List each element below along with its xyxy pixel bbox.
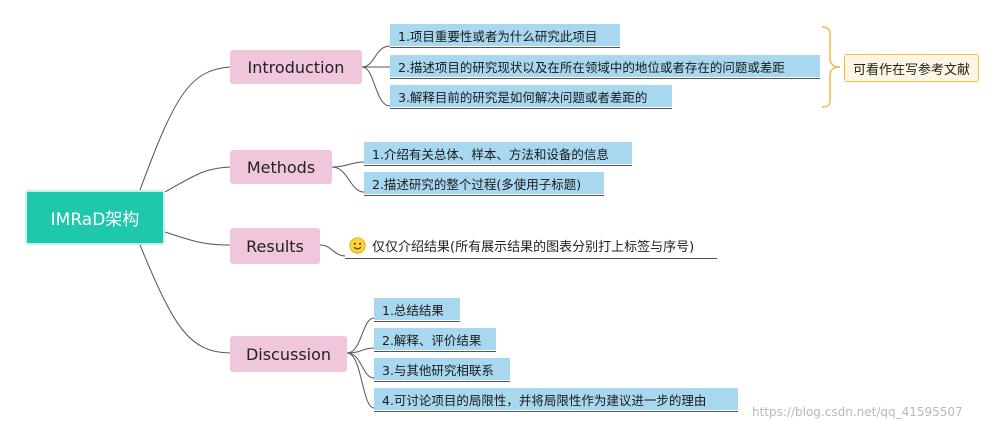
discussion-item-2-label: 2.解释、评价结果 bbox=[382, 332, 482, 348]
connector-results-1 bbox=[319, 244, 346, 257]
branch-introduction-label: Introduction bbox=[247, 57, 345, 77]
connector-root-introduction bbox=[139, 66, 231, 191]
methods-item-2[interactable]: 2.描述研究的整个过程(多使用子标题) bbox=[364, 172, 604, 196]
methods-item-1-label: 1.介绍有关总体、样本、方法和设备的信息 bbox=[372, 146, 609, 162]
connector-root-discussion bbox=[139, 244, 231, 354]
results-item-1[interactable]: 仅仅介绍结果(所有展示结果的图表分别打上标签与序号) bbox=[345, 233, 717, 259]
connector-methods-1 bbox=[331, 161, 365, 168]
curly-bracket bbox=[821, 26, 841, 108]
connector-discussion-2 bbox=[346, 347, 375, 354]
introduction-note[interactable]: 可看作在写参考文献 bbox=[844, 54, 979, 82]
connector-intro-1 bbox=[361, 45, 391, 68]
branch-results-label: Results bbox=[246, 236, 304, 256]
discussion-item-2[interactable]: 2.解释、评价结果 bbox=[374, 328, 496, 352]
branch-discussion[interactable]: Discussion bbox=[230, 336, 347, 372]
introduction-item-1[interactable]: 1.项目重要性或者为什么研究此项目 bbox=[390, 24, 620, 48]
connector-discussion-1 bbox=[346, 317, 375, 354]
smiley-face-icon bbox=[349, 236, 366, 254]
discussion-item-3-label: 3.与其他研究相联系 bbox=[382, 362, 494, 378]
root-node[interactable]: IMRaD架构 bbox=[25, 190, 165, 245]
discussion-item-1-label: 1.总结结果 bbox=[382, 302, 444, 318]
introduction-item-3[interactable]: 3.解释目前的研究是如何解决问题或者差距的 bbox=[390, 85, 672, 109]
introduction-note-label: 可看作在写参考文献 bbox=[852, 62, 970, 78]
discussion-item-3[interactable]: 3.与其他研究相联系 bbox=[374, 358, 510, 382]
methods-item-1[interactable]: 1.介绍有关总体、样本、方法和设备的信息 bbox=[364, 142, 632, 166]
discussion-item-4-label: 4.可讨论项目的局限性，并将局限性作为建议进一步的理由 bbox=[382, 392, 707, 408]
connector-intro-3 bbox=[361, 66, 391, 107]
introduction-item-3-label: 3.解释目前的研究是如何解决问题或者差距的 bbox=[398, 89, 648, 105]
introduction-item-2-label: 2.描述项目的研究现状以及在所在领域中的地位或者存在的问题或差距 bbox=[398, 59, 785, 75]
branch-methods-label: Methods bbox=[246, 157, 316, 177]
results-item-1-label: 仅仅介绍结果(所有展示结果的图表分别打上标签与序号) bbox=[372, 239, 695, 255]
introduction-item-1-label: 1.项目重要性或者为什么研究此项目 bbox=[398, 28, 598, 44]
connector-methods-2 bbox=[331, 166, 365, 193]
methods-item-2-label: 2.描述研究的整个过程(多使用子标题) bbox=[372, 176, 582, 192]
branch-results[interactable]: Results bbox=[230, 228, 320, 264]
connector-discussion-4 bbox=[346, 352, 375, 409]
branch-introduction[interactable]: Introduction bbox=[230, 50, 362, 84]
discussion-item-4[interactable]: 4.可讨论项目的局限性，并将局限性作为建议进一步的理由 bbox=[374, 388, 738, 412]
discussion-item-1[interactable]: 1.总结结果 bbox=[374, 298, 460, 322]
introduction-item-2[interactable]: 2.描述项目的研究现状以及在所在领域中的地位或者存在的问题或差距 bbox=[390, 55, 820, 79]
connector-root-results bbox=[164, 231, 231, 246]
root-label: IMRaD架构 bbox=[50, 210, 140, 230]
branch-methods[interactable]: Methods bbox=[230, 150, 332, 184]
connector-root-methods bbox=[164, 166, 231, 193]
watermark: https://blog.csdn.net/qq_41595507 bbox=[752, 405, 963, 419]
branch-discussion-label: Discussion bbox=[245, 344, 332, 364]
